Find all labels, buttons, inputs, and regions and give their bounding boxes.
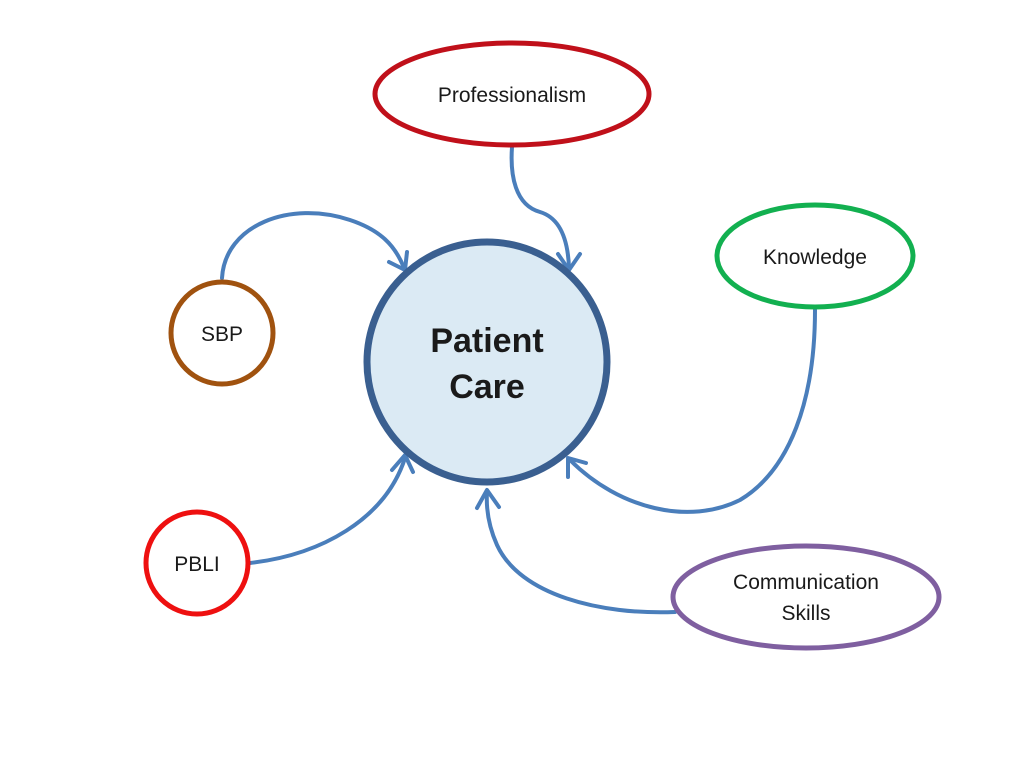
communication-skills-label-line1: Communication	[733, 571, 879, 594]
patient-care-label-line1: Patient	[430, 322, 543, 360]
communication-skills-label-line2: Skills	[781, 602, 830, 625]
sbp-node: SBP	[168, 279, 276, 387]
professionalism-ellipse	[372, 40, 652, 148]
sbp-label: SBP	[201, 323, 243, 346]
connectors	[220, 145, 817, 615]
arrowhead-knowledge	[566, 456, 588, 479]
knowledge-node: Knowledge	[714, 202, 916, 310]
communication-skills-node: Communication Skills	[670, 543, 942, 651]
patient-care-circle	[363, 238, 611, 486]
knowledge-ellipse	[714, 202, 916, 310]
patient-care-label-line2: Care	[449, 368, 525, 406]
pbli-circle	[143, 509, 251, 617]
arrowhead-communication	[475, 488, 501, 510]
communication-skills-ellipse	[670, 543, 942, 651]
connector-sbp	[220, 211, 406, 280]
connector-pbli	[248, 456, 407, 565]
sbp-circle	[168, 279, 276, 387]
connector-communication	[484, 490, 677, 615]
pbli-label: PBLI	[174, 553, 220, 576]
patient-care-node: Patient Care	[363, 238, 611, 486]
arrowhead-pbli	[390, 453, 415, 474]
pbli-node: PBLI	[143, 509, 251, 617]
professionalism-node: Professionalism	[372, 40, 652, 148]
professionalism-label: Professionalism	[438, 84, 586, 107]
connector-knowledge	[568, 308, 817, 514]
connector-professionalism	[509, 145, 571, 270]
knowledge-label: Knowledge	[763, 246, 867, 269]
